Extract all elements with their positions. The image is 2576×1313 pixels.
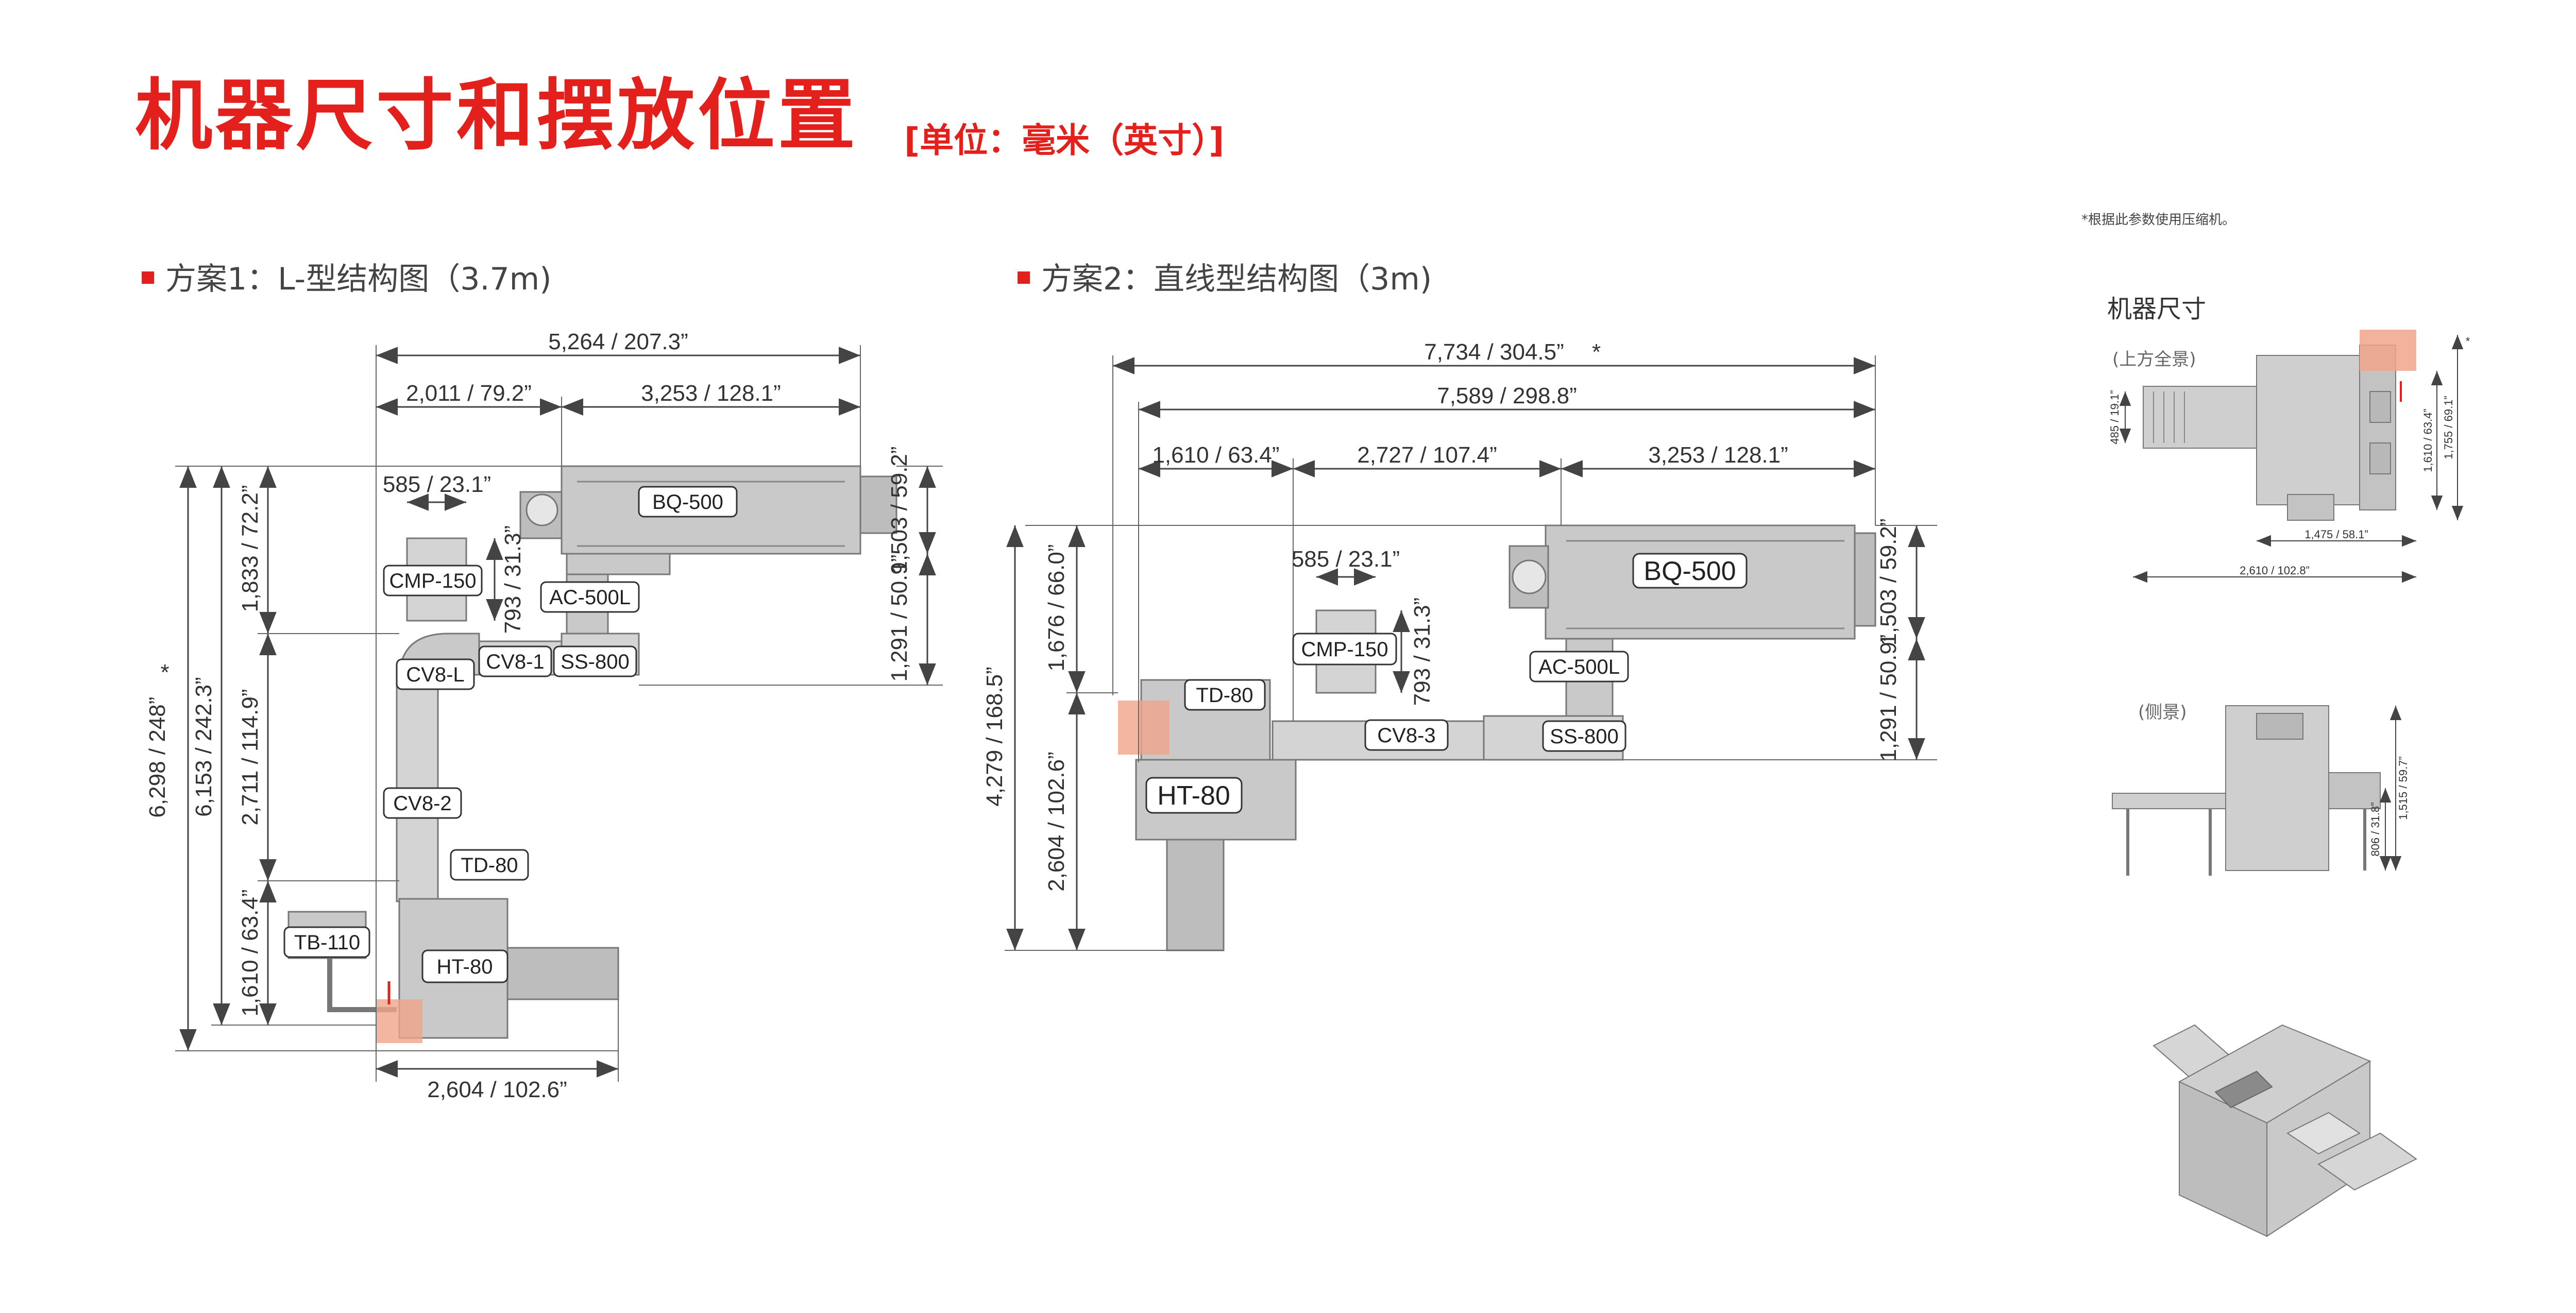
dim-total-width-1: 5,264 / 207.3” bbox=[548, 329, 688, 354]
scheme2-drawing: 7,734 / 304.5” * 7,589 / 298.8” 1,610 / … bbox=[982, 339, 1937, 951]
svg-text:TD-80: TD-80 bbox=[461, 854, 518, 877]
dim-height-1833-1: 1,833 / 72.2” bbox=[238, 485, 263, 612]
svg-text:BQ-500: BQ-500 bbox=[652, 491, 723, 514]
svg-text:HT-80: HT-80 bbox=[1157, 781, 1230, 811]
label-cv82-1: CV8-2 bbox=[383, 787, 462, 819]
dim-height-6153-1: 6,153 / 242.3” bbox=[191, 677, 216, 817]
dim-bottom-width-1: 2,604 / 102.6” bbox=[427, 1077, 567, 1102]
dim-left-width-1: 2,011 / 79.2” bbox=[406, 381, 532, 406]
dim-total-height-1: 6,298 / 248” bbox=[145, 697, 170, 818]
dim-total-width-2: 7,734 / 304.5” bbox=[1424, 339, 1564, 365]
dim-width-7589-2: 7,589 / 298.8” bbox=[1437, 383, 1577, 408]
ht80-feeder-1 bbox=[506, 947, 619, 1000]
label-ss800-2: SS-800 bbox=[1542, 720, 1626, 752]
dim-height-1610-1: 1,610 / 63.4” bbox=[238, 889, 263, 1016]
side-heading: 机器尺寸 bbox=[2107, 295, 2207, 323]
label-bq500-2: BQ-500 bbox=[1632, 553, 1748, 589]
label-ac500l-1: AC-500L bbox=[540, 581, 640, 613]
svg-text:BQ-500: BQ-500 bbox=[1643, 556, 1736, 586]
dim-total-height-2: 4,279 / 168.5” bbox=[982, 667, 1007, 807]
svg-text:CV8-L: CV8-L bbox=[406, 663, 464, 686]
label-cmp150-2: CMP-150 bbox=[1292, 633, 1397, 666]
dim-total-star-1: * bbox=[160, 660, 169, 685]
dim-top-1475: 1,475 / 58.1” bbox=[2304, 528, 2368, 541]
svg-text:AC-500L: AC-500L bbox=[1538, 656, 1620, 678]
dim-top-1755: 1,755 / 69.1” bbox=[2442, 396, 2455, 459]
svg-text:CV8-1: CV8-1 bbox=[486, 651, 544, 673]
dim-side-1515: 1,515 / 59.7” bbox=[2397, 756, 2410, 820]
dim-side-806: 806 / 31.8” bbox=[2369, 802, 2382, 856]
scheme2-heading: 方案2：直线型结构图（3m) bbox=[1018, 264, 1432, 295]
label-cv81-1: CV8-1 bbox=[478, 645, 552, 677]
dim-bq-depth-2: 1,503 / 59.2” bbox=[1876, 518, 1901, 645]
dim-cmp-height-1: 793 / 31.3” bbox=[500, 525, 526, 634]
dim-width-2727-2: 2,727 / 107.4” bbox=[1357, 442, 1497, 468]
dim-width-1610-2: 1,610 / 63.4” bbox=[1152, 442, 1279, 468]
red-square-icon bbox=[1018, 271, 1030, 284]
scheme1-heading: 方案1：L-型结构图（3.7m) bbox=[142, 264, 551, 295]
dim-height-2711-1: 2,711 / 114.9” bbox=[238, 689, 263, 825]
dim-top-1610: 1,610 / 63.4” bbox=[2421, 408, 2434, 472]
label-td80-2: TD-80 bbox=[1184, 679, 1266, 711]
label-ht80-1: HT-80 bbox=[421, 949, 509, 983]
footnote: *根据此参数使用压缩机。 bbox=[2081, 212, 2236, 228]
dim-cmp-height-2: 793 / 31.3” bbox=[1410, 598, 1435, 706]
label-ac500l-2: AC-500L bbox=[1529, 651, 1629, 683]
highlight-zone-2 bbox=[1118, 701, 1170, 755]
svg-text:CMP-150: CMP-150 bbox=[1301, 638, 1388, 661]
page-title: 机器尺寸和摆放位置 bbox=[135, 71, 859, 161]
tb110-pipe-1 bbox=[327, 958, 397, 1012]
label-ss800-1: SS-800 bbox=[553, 645, 637, 677]
svg-text:SS-800: SS-800 bbox=[1550, 725, 1618, 748]
side-side-view: 1,515 / 59.7” 806 / 31.8” bbox=[2112, 705, 2410, 876]
svg-text:SS-800: SS-800 bbox=[561, 651, 629, 673]
svg-text:CV8-2: CV8-2 bbox=[393, 792, 451, 815]
svg-text:CV8-3: CV8-3 bbox=[1377, 724, 1435, 747]
dim-upper-gap-1: 1,291 / 50.9” bbox=[887, 554, 912, 681]
dim-cmp-width-2: 585 / 23.1” bbox=[1292, 547, 1400, 572]
label-cv8l-1: CV8-L bbox=[396, 658, 475, 690]
label-cmp150-1: CMP-150 bbox=[383, 565, 483, 596]
highlight-zone-1 bbox=[376, 999, 422, 1043]
bq500-machine-1 bbox=[519, 465, 897, 575]
svg-text:HT-80: HT-80 bbox=[437, 956, 493, 978]
side-iso-view bbox=[2153, 1024, 2417, 1237]
dim-total-star-2: * bbox=[1592, 339, 1601, 365]
dim-top-star: * bbox=[2466, 335, 2470, 348]
svg-text:CMP-150: CMP-150 bbox=[389, 570, 477, 592]
dim-width-3253-2: 3,253 / 128.1” bbox=[1648, 442, 1788, 468]
dim-gap-2: 1,291 / 50.9” bbox=[1876, 634, 1901, 761]
side-top-view: 1,475 / 58.1” 2,610 / 102.8” 1,610 / 63.… bbox=[2108, 330, 2470, 583]
label-bq500-1: BQ-500 bbox=[638, 486, 738, 518]
side-view-label: (侧景) bbox=[2138, 702, 2187, 723]
svg-text:TD-80: TD-80 bbox=[1196, 684, 1253, 707]
dim-top-485: 485 / 19.1” bbox=[2108, 390, 2121, 444]
label-cv83-2: CV8-3 bbox=[1364, 719, 1449, 751]
top-view-label: (上方全景) bbox=[2112, 349, 2196, 370]
svg-text:AC-500L: AC-500L bbox=[549, 586, 631, 609]
dim-top-2610: 2,610 / 102.8” bbox=[2240, 564, 2310, 577]
scheme1-drawing: 5,264 / 207.3” 2,011 / 79.2” 3,253 / 128… bbox=[145, 329, 943, 1102]
label-td80-1: TD-80 bbox=[450, 849, 529, 881]
ht80-feeder-2 bbox=[1166, 839, 1225, 951]
unit-label: [单位：毫米（英寸）] bbox=[904, 121, 1225, 160]
scheme1-heading-text: 方案1：L-型结构图（3.7m) bbox=[165, 261, 552, 297]
dim-bq-depth-1: 1,503 / 59.2” bbox=[887, 446, 912, 573]
red-square-icon bbox=[142, 271, 154, 284]
label-tb110-1: TB-110 bbox=[283, 926, 370, 958]
dim-cmp-width-1: 585 / 23.1” bbox=[383, 472, 491, 497]
scheme2-heading-text: 方案2：直线型结构图（3m) bbox=[1041, 261, 1432, 297]
dim-height-2604-2: 2,604 / 102.6” bbox=[1044, 752, 1069, 892]
dim-right-width-1: 3,253 / 128.1” bbox=[641, 381, 781, 406]
dim-height-1676-2: 1,676 / 66.0” bbox=[1044, 544, 1069, 671]
svg-text:TB-110: TB-110 bbox=[294, 931, 360, 954]
label-ht80-2: HT-80 bbox=[1145, 777, 1243, 814]
